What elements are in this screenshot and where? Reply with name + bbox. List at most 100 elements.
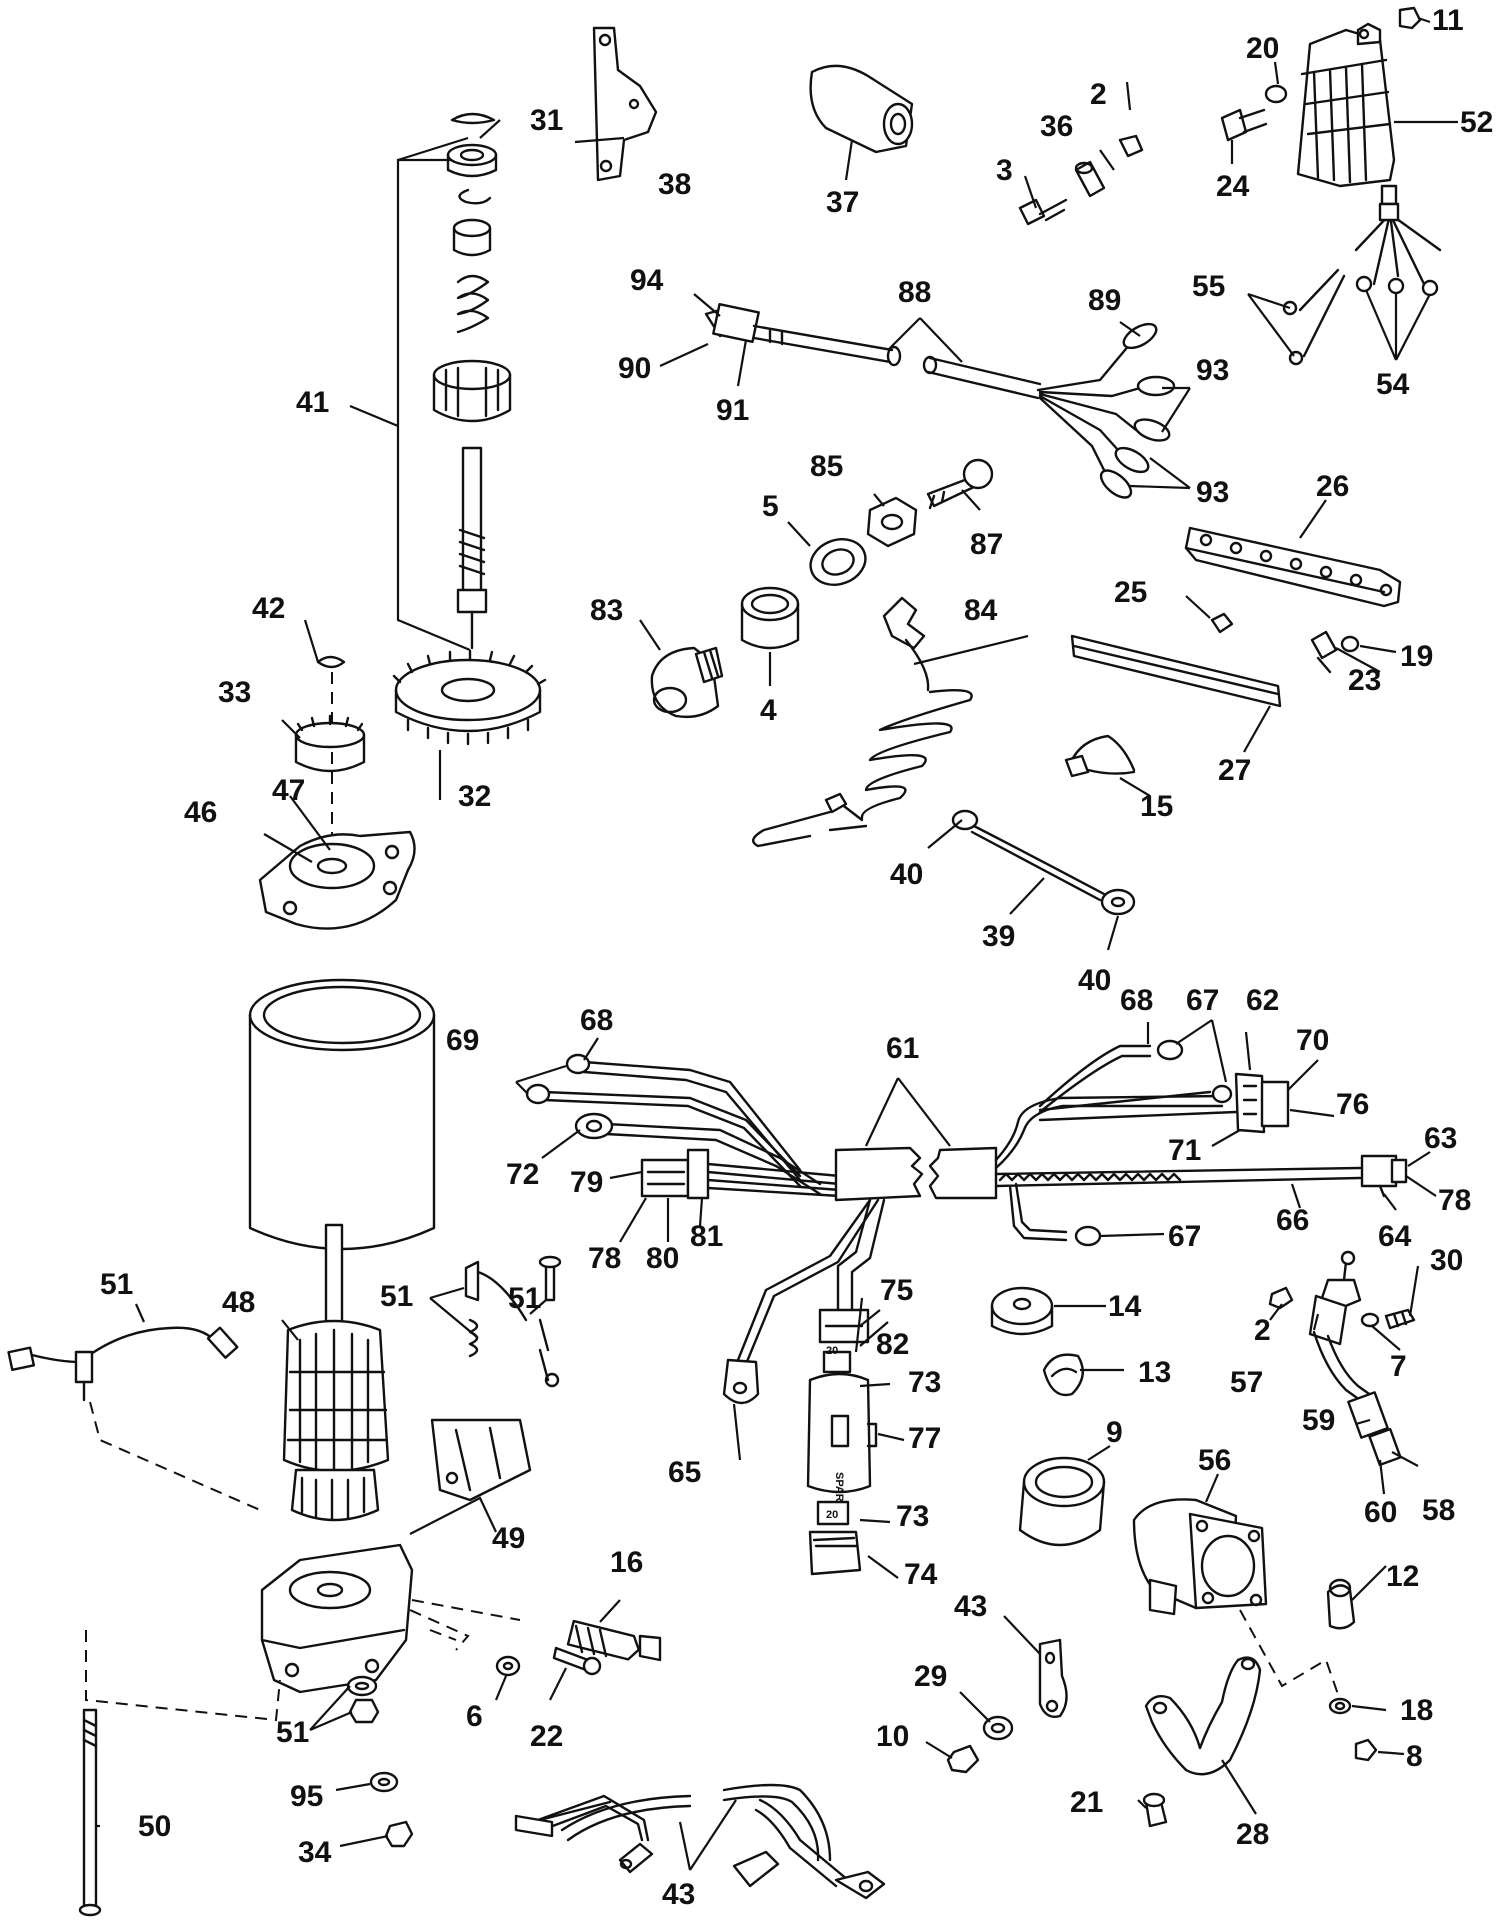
fuse-holder: SPARE 20 20 [806,1345,878,1576]
callout-72: 72 [506,1158,539,1191]
callout-51-washer: 51 [276,1716,309,1749]
callout-80: 80 [646,1242,679,1275]
callout-50: 50 [138,1810,171,1843]
callout-69: 69 [446,1024,479,1057]
boot [809,64,914,154]
fuse-rating-top: 20 [826,1345,838,1357]
callout-93-lower: 93 [1196,476,1229,509]
callout-71: 71 [1168,1134,1201,1167]
terminal-block [1184,526,1402,674]
callout-25: 25 [1114,576,1147,609]
callout-8: 8 [1406,1740,1423,1773]
commutator-end-cap [260,1543,521,1694]
callout-57: 57 [1230,1366,1263,1399]
regulator-module [1220,6,1442,366]
callout-36: 36 [1040,110,1073,143]
callout-78-left: 78 [588,1242,621,1275]
callout-18: 18 [1400,1694,1433,1727]
callout-28: 28 [1236,1818,1269,1851]
ring-gear [392,649,547,746]
callout-55: 55 [1192,270,1225,303]
callout-43-bracket: 43 [954,1590,987,1623]
callout-20: 20 [1246,32,1279,65]
callout-89: 89 [1088,284,1121,317]
mounting-brackets [946,1638,1378,1828]
callout-83: 83 [590,594,623,627]
fuse-rating-bottom: 20 [826,1509,838,1521]
solenoid-assembly [1018,1456,1356,1701]
callout-88: 88 [898,276,931,309]
terminal-cover [1070,634,1282,708]
callout-54: 54 [1376,368,1410,401]
callout-90: 90 [618,352,651,385]
callout-81: 81 [690,1220,723,1253]
callout-21: 21 [1070,1786,1103,1819]
main-wiring-harness [525,1039,1408,1405]
callout-49: 49 [492,1522,525,1555]
callout-63: 63 [1424,1122,1457,1155]
callout-15: 15 [1140,790,1173,823]
callout-14: 14 [1108,1290,1142,1323]
top-bracket [592,26,658,182]
callout-30: 30 [1430,1244,1463,1277]
callout-56: 56 [1198,1444,1231,1477]
callout-2-switch: 2 [1254,1314,1271,1347]
callout-31: 31 [530,104,563,137]
callout-95: 95 [290,1780,323,1813]
leader-lines [96,16,1458,1871]
callout-43-cables: 43 [662,1878,695,1911]
callout-6: 6 [466,1700,483,1733]
callout-11: 11 [1432,4,1464,37]
callout-7: 7 [1390,1350,1407,1383]
callout-87: 87 [970,528,1003,561]
callout-67-upper: 67 [1186,984,1219,1017]
battery-cables [514,1783,886,1900]
callout-91: 91 [716,394,749,427]
brush-lead-wire [7,1326,261,1511]
callout-76: 76 [1336,1088,1369,1121]
trim-cable-harness [704,302,1176,499]
callout-73-lower: 73 [896,1500,929,1533]
callout-9: 9 [1106,1416,1123,1449]
callout-94: 94 [630,264,664,297]
callout-10: 10 [876,1720,909,1753]
callout-65: 65 [668,1456,701,1489]
neutral-switch-lead [1268,1250,1416,1467]
callout-79: 79 [570,1166,603,1199]
callout-40-left: 40 [890,858,923,891]
callout-78-right: 78 [1438,1184,1471,1217]
callout-19: 19 [1400,640,1433,673]
callout-82: 82 [876,1328,909,1361]
callout-22: 22 [530,1720,563,1753]
callout-13: 13 [1138,1356,1171,1389]
callout-64: 64 [1378,1220,1412,1253]
armature [282,1223,390,1522]
callout-74: 74 [904,1558,938,1591]
brush-holder [430,1255,562,1502]
callout-47: 47 [272,774,305,807]
callout-85: 85 [810,450,843,483]
callout-70: 70 [1296,1024,1329,1057]
starter-drive-assembly [396,112,512,652]
safety-lanyard [752,596,973,848]
callout-5: 5 [762,490,779,523]
callout-38: 38 [658,168,691,201]
callout-61: 61 [886,1032,919,1065]
callout-37: 37 [826,186,859,219]
callout-68-left: 68 [580,1004,613,1037]
fuse-spare-label: SPARE [833,1472,845,1509]
callout-32: 32 [458,780,491,813]
callout-34: 34 [298,1836,332,1869]
callout-40-right: 40 [1078,964,1111,997]
callout-33: 33 [218,676,251,709]
callout-77: 77 [908,1422,941,1455]
end-cap-hardware [346,1619,662,1848]
callout-3: 3 [996,154,1013,187]
callout-51-lead: 51 [100,1268,133,1301]
callout-75: 75 [880,1274,913,1307]
ground-strap [951,809,1136,916]
drive-end-cap [258,655,416,930]
ignition-switch-parts [650,458,994,719]
callout-46: 46 [184,796,217,829]
